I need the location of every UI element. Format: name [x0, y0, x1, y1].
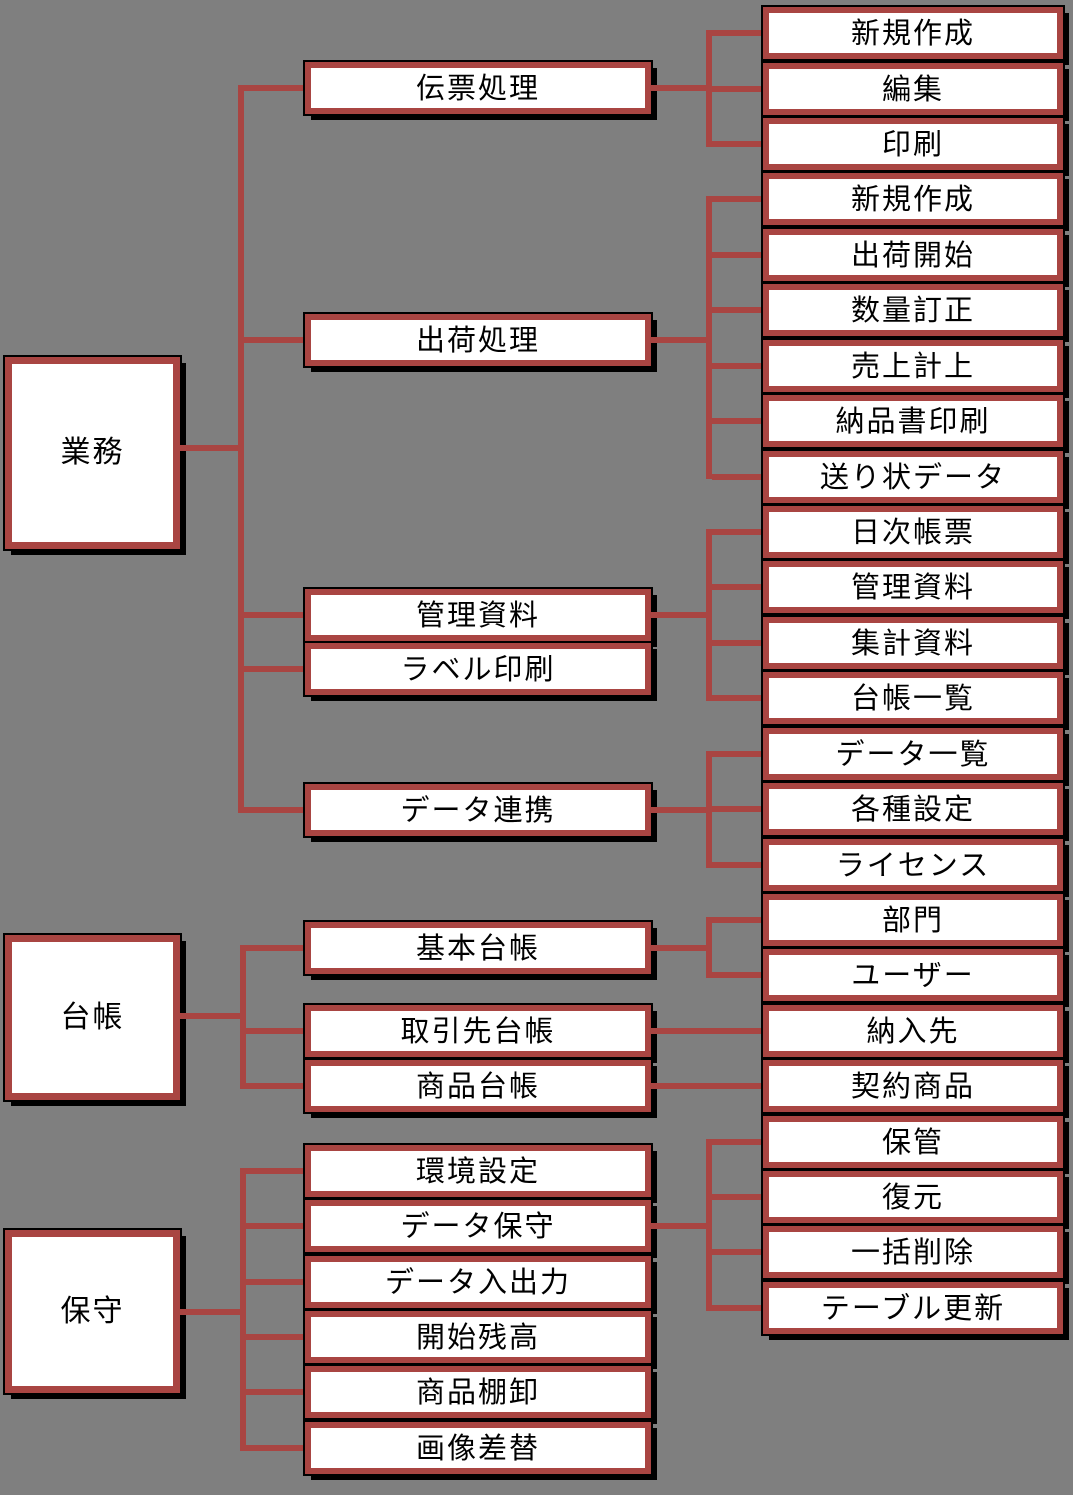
- category-node: 環境設定: [303, 1143, 653, 1199]
- connector-line: [651, 612, 712, 618]
- leaf-node: 契約商品: [761, 1058, 1065, 1114]
- leaf-node: 復元: [761, 1169, 1065, 1225]
- connector-line: [180, 1013, 246, 1019]
- connector-line: [706, 917, 712, 978]
- leaf-node: 編集: [761, 61, 1065, 117]
- leaf-node: テーブル更新: [761, 1280, 1065, 1336]
- connector-line: [240, 945, 309, 951]
- leaf-node: 台帳一覧: [761, 670, 1065, 726]
- connector-line: [712, 363, 767, 369]
- connector-line: [706, 751, 712, 868]
- category-node: 商品台帳: [303, 1058, 653, 1114]
- leaf-node: 送り状データ: [761, 449, 1065, 505]
- connector-line: [706, 529, 712, 701]
- category-node: データ保守: [303, 1198, 653, 1254]
- leaf-node: 納品書印刷: [761, 393, 1065, 449]
- leaf-node: データ一覧: [761, 726, 1065, 782]
- leaf-node: 保管: [761, 1114, 1065, 1170]
- leaf-node: 部門: [761, 892, 1065, 948]
- connector-line: [238, 337, 309, 343]
- category-node: 画像差替: [303, 1420, 653, 1476]
- leaf-node: 印刷: [761, 116, 1065, 172]
- connector-line: [238, 807, 309, 813]
- category-node: 商品棚卸: [303, 1364, 653, 1420]
- connector-line: [238, 85, 244, 813]
- category-node: 基本台帳: [303, 920, 653, 976]
- connector-line: [240, 1168, 246, 1451]
- leaf-node: 集計資料: [761, 615, 1065, 671]
- connector-line: [180, 1309, 246, 1315]
- connector-line: [651, 945, 712, 951]
- connector-line: [240, 1223, 309, 1229]
- connector-line: [180, 445, 244, 451]
- category-node: 管理資料: [303, 587, 653, 643]
- connector-line: [712, 695, 767, 701]
- connector-line: [712, 1249, 767, 1255]
- connector-line: [712, 86, 767, 92]
- connector-line: [240, 1279, 309, 1285]
- leaf-node: 出荷開始: [761, 227, 1065, 283]
- connector-line: [651, 1083, 767, 1089]
- leaf-node: ユーザー: [761, 947, 1065, 1003]
- connector-line: [712, 252, 767, 258]
- leaf-node: 管理資料: [761, 559, 1065, 615]
- connector-line: [240, 1389, 309, 1395]
- connector-line: [651, 85, 712, 91]
- root-node: 保守: [3, 1228, 182, 1395]
- category-node: 伝票処理: [303, 60, 653, 116]
- connector-line: [240, 1168, 309, 1174]
- root-node: 業務: [3, 355, 182, 551]
- connector-line: [712, 806, 767, 812]
- connector-line: [712, 141, 767, 147]
- connector-line: [240, 1083, 309, 1089]
- connector-line: [651, 1028, 767, 1034]
- leaf-node: 各種設定: [761, 781, 1065, 837]
- connector-line: [712, 862, 767, 868]
- connector-line: [706, 30, 712, 147]
- connector-line: [712, 1139, 767, 1145]
- connector-line: [712, 1194, 767, 1200]
- connector-line: [240, 1445, 309, 1451]
- category-node: ラベル印刷: [303, 641, 653, 697]
- connector-line: [651, 807, 712, 813]
- category-node: 出荷処理: [303, 312, 653, 368]
- connector-line: [238, 612, 309, 618]
- leaf-node: 売上計上: [761, 338, 1065, 394]
- leaf-node: 数量訂正: [761, 282, 1065, 338]
- connector-line: [712, 474, 767, 480]
- connector-line: [240, 1028, 309, 1034]
- connector-line: [238, 666, 309, 672]
- connector-line: [706, 1139, 712, 1311]
- leaf-node: ライセンス: [761, 837, 1065, 893]
- connector-line: [651, 1223, 712, 1229]
- root-node: 台帳: [3, 933, 182, 1102]
- connector-line: [712, 751, 767, 757]
- connector-line: [712, 1305, 767, 1311]
- connector-line: [712, 529, 767, 535]
- leaf-node: 新規作成: [761, 171, 1065, 227]
- connector-line: [706, 196, 712, 479]
- connector-line: [651, 337, 712, 343]
- category-node: データ入出力: [303, 1254, 653, 1310]
- connector-line: [238, 85, 309, 91]
- leaf-node: 納入先: [761, 1003, 1065, 1059]
- connector-line: [712, 917, 767, 923]
- connector-line: [240, 945, 246, 1089]
- connector-line: [712, 30, 767, 36]
- leaf-node: 新規作成: [761, 5, 1065, 61]
- connector-line: [712, 584, 767, 590]
- category-node: 開始残高: [303, 1309, 653, 1365]
- connector-line: [712, 307, 767, 313]
- category-node: 取引先台帳: [303, 1003, 653, 1059]
- connector-line: [240, 1334, 309, 1340]
- connector-line: [712, 640, 767, 646]
- connector-line: [712, 418, 767, 424]
- category-node: データ連携: [303, 782, 653, 838]
- leaf-node: 一括削除: [761, 1224, 1065, 1280]
- leaf-node: 日次帳票: [761, 504, 1065, 560]
- connector-line: [712, 972, 767, 978]
- connector-line: [712, 196, 767, 202]
